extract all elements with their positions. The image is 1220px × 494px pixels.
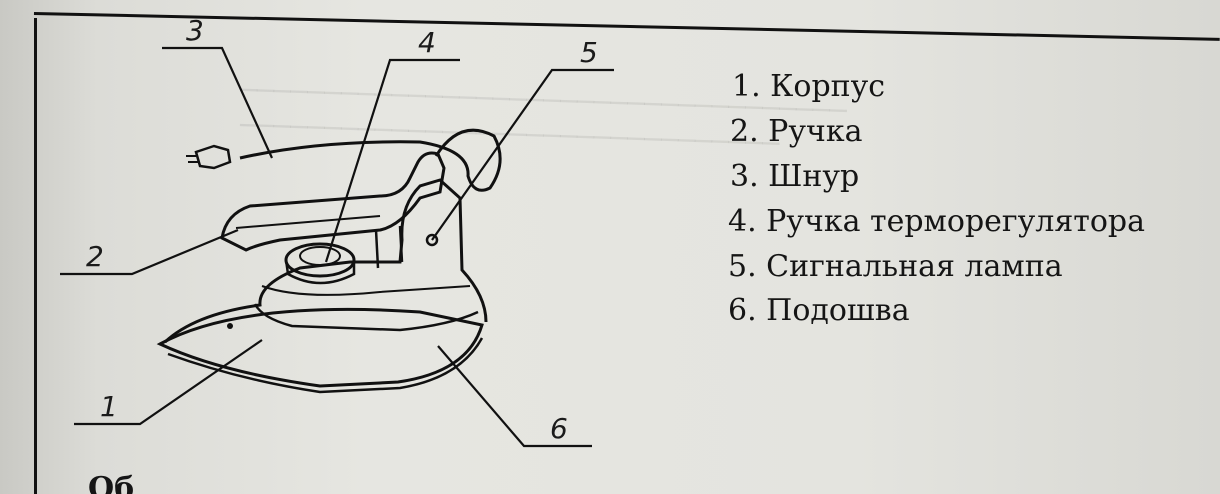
- legend-item-cord: 3. Шнур: [730, 159, 860, 194]
- iron-soleplate: [156, 307, 484, 388]
- legend-item-signal-lamp: 5. Сигнальная лампа: [728, 249, 1063, 284]
- iron-body: [163, 178, 488, 344]
- callout-4: 4: [418, 26, 436, 59]
- cord-plug-pins: [186, 155, 198, 163]
- signal-lamp: [425, 233, 439, 247]
- leader-line-1: [74, 339, 263, 426]
- callout-2: 2: [86, 240, 104, 273]
- cord-plug: [194, 144, 232, 170]
- thermostat-knob-side: [284, 259, 356, 285]
- callout-1: 1: [100, 390, 118, 423]
- thermostat-knob: [284, 242, 356, 278]
- leader-line-5: [431, 68, 614, 241]
- thermostat-knob-inner: [299, 246, 341, 266]
- iron-body-band: [261, 285, 471, 296]
- legend-item-handle: 2. Ручка: [730, 114, 863, 149]
- callout-6: 6: [550, 412, 568, 445]
- legend-item-body: 1. Корпус: [732, 69, 886, 104]
- leader-line-4: [324, 58, 460, 263]
- leader-line-3: [162, 46, 274, 159]
- iron-body-mark: [227, 323, 233, 329]
- legend-item-thermostat-knob: 4. Ручка терморегулятора: [728, 204, 1146, 239]
- frame-left-border: [34, 18, 37, 494]
- iron-cord: [239, 128, 502, 192]
- parts-legend: 1. Корпус 2. Ручка 3. Шнур 4. Ручка терм…: [728, 70, 1208, 330]
- iron-handle-post: [374, 225, 404, 269]
- caption-partial: Об: [88, 474, 135, 494]
- leader-line-2: [60, 228, 239, 276]
- callout-5: 5: [580, 36, 598, 69]
- leader-line-6: [437, 345, 592, 448]
- legend-item-soleplate: 6. Подошва: [728, 293, 910, 328]
- iron-body-contour: [253, 303, 479, 332]
- iron-diagram: 1 2 3 4 5 6: [60, 14, 614, 448]
- iron-soleplate-edge: [167, 337, 484, 394]
- iron-handle-grip: [235, 215, 381, 229]
- callout-3: 3: [186, 14, 204, 47]
- iron-handle: [220, 151, 446, 252]
